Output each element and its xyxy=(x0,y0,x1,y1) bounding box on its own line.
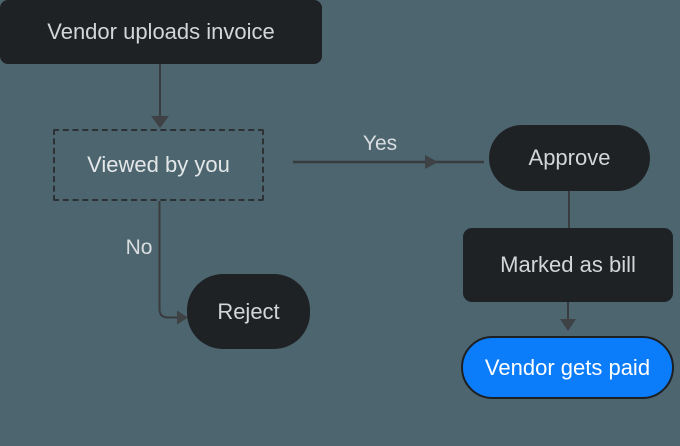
node-viewed-by-you: Viewed by you xyxy=(53,129,264,201)
node-label: Vendor uploads invoice xyxy=(47,19,275,44)
arrowhead-right-icon xyxy=(177,310,188,325)
node-label: Reject xyxy=(217,298,280,324)
node-label: Marked as bill xyxy=(500,252,636,277)
arrowhead-right-icon xyxy=(425,155,438,169)
node-vendor-uploads-invoice: Vendor uploads invoice xyxy=(0,0,322,64)
arrowhead-down-icon xyxy=(151,116,169,128)
edge-viewed-to-reject xyxy=(158,201,177,319)
node-label: Vendor gets paid xyxy=(484,354,651,380)
node-vendor-gets-paid: Vendor gets paid xyxy=(461,336,674,399)
node-label: Approve xyxy=(528,145,611,170)
node-marked-as-bill: Marked as bill xyxy=(463,228,673,302)
edge-label-no: No xyxy=(125,236,153,259)
node-reject: Reject xyxy=(187,274,310,349)
arrowhead-down-icon xyxy=(560,319,576,331)
edge-label-yes: Yes xyxy=(362,132,398,155)
node-label: Viewed by you xyxy=(87,152,230,177)
node-approve: Approve xyxy=(489,125,650,191)
